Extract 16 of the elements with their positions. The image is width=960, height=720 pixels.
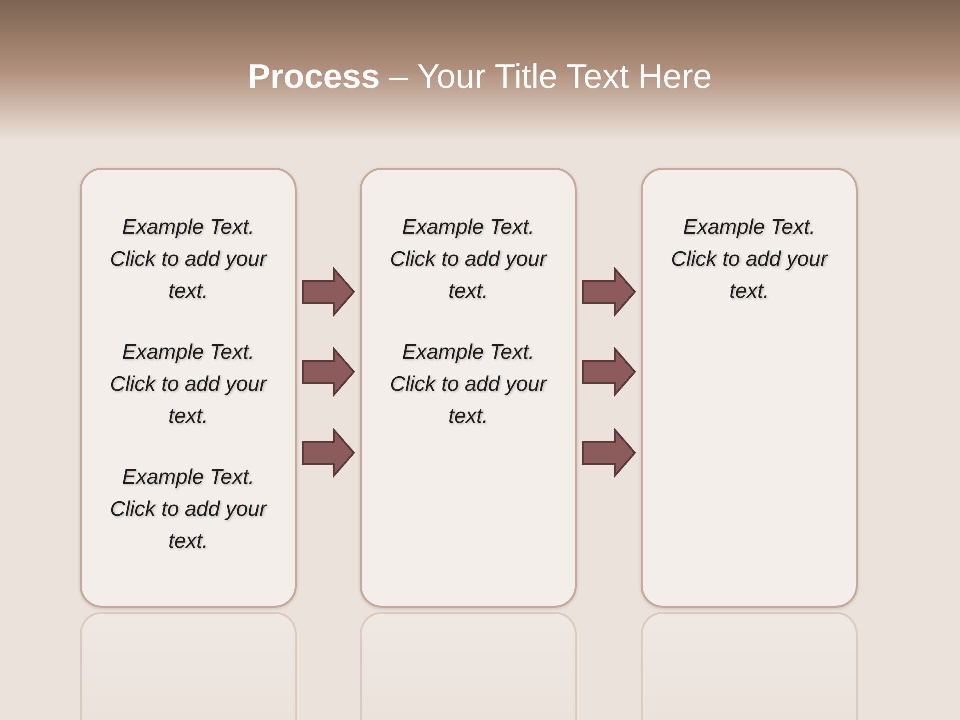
process-panel — [80, 168, 297, 608]
block-arrow — [302, 346, 356, 398]
panel-text: Example Text. Click to add your text. — [389, 215, 548, 305]
panel-text: Example Text. Click to add your text. — [670, 215, 830, 305]
panel-text: Example Text. Click to add your text. — [109, 465, 268, 555]
process-panel — [360, 168, 577, 608]
panel-text: Example Text. Click to add your text. — [109, 340, 268, 430]
title: Process – Your Title Text Here — [246, 57, 714, 98]
block-arrow — [582, 346, 636, 398]
process-panel — [641, 168, 858, 608]
panel-text: Example Text. Click to add your text. — [109, 215, 268, 305]
block-arrow — [582, 266, 636, 318]
panel-text: Example Text. Click to add your text. — [389, 340, 548, 430]
block-arrow — [302, 427, 356, 479]
block-arrow — [302, 266, 356, 318]
block-arrow — [582, 427, 636, 479]
